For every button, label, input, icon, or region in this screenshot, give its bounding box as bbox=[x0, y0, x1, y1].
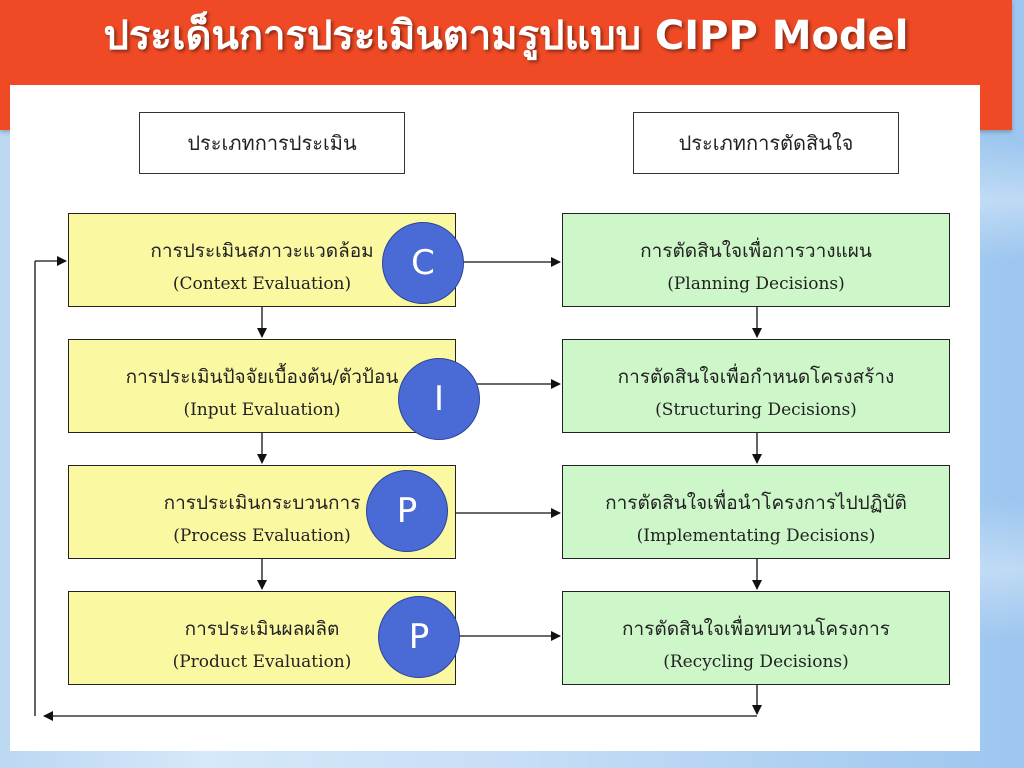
structuring-decisions-box: การตัดสินใจเพื่อกำหนดโครงสร้าง (Structur… bbox=[562, 339, 950, 433]
decision-label-th: การตัดสินใจเพื่อกำหนดโครงสร้าง bbox=[617, 366, 895, 388]
decision-label-th: การตัดสินใจเพื่อนำโครงการไปปฏิบัติ bbox=[605, 492, 907, 514]
input-evaluation-box: การประเมินปัจจัยเบื้องต้น/ตัวป้อน (Input… bbox=[68, 339, 456, 433]
evaluation-types-header: ประเภทการประเมิน bbox=[139, 112, 405, 174]
planning-decisions-box: การตัดสินใจเพื่อการวางแผน (Planning Deci… bbox=[562, 213, 950, 307]
decision-label-th: การตัดสินใจเพื่อการวางแผน bbox=[640, 240, 872, 262]
evaluation-label-th: การประเมินปัจจัยเบื้องต้น/ตัวป้อน bbox=[125, 366, 399, 388]
evaluation-label-en: (Context Evaluation) bbox=[172, 274, 352, 294]
decision-label-en: (Recycling Decisions) bbox=[663, 652, 849, 672]
recycling-decisions-box: การตัดสินใจเพื่อทบทวนโครงการ (Recycling … bbox=[562, 591, 950, 685]
decision-label-en: (Structuring Decisions) bbox=[655, 400, 857, 420]
decision-label-en: (Planning Decisions) bbox=[667, 274, 845, 294]
evaluation-label-en: (Input Evaluation) bbox=[183, 400, 341, 420]
input-badge: I bbox=[398, 358, 480, 440]
decision-label-th: การตัดสินใจเพื่อทบทวนโครงการ bbox=[621, 618, 891, 640]
evaluation-label-en: (Product Evaluation) bbox=[172, 652, 352, 672]
product-badge: P bbox=[378, 596, 460, 678]
process-badge: P bbox=[366, 470, 448, 552]
page-title: ประเด็นการประเมินตามรูปแบบ CIPP Model bbox=[103, 13, 909, 59]
evaluation-label-th: การประเมินกระบวนการ bbox=[163, 492, 361, 514]
evaluation-label-en: (Process Evaluation) bbox=[173, 526, 351, 546]
implementating-decisions-box: การตัดสินใจเพื่อนำโครงการไปปฏิบัติ (Impl… bbox=[562, 465, 950, 559]
context-badge: C bbox=[382, 222, 464, 304]
decision-types-header: ประเภทการตัดสินใจ bbox=[633, 112, 899, 174]
evaluation-label-th: การประเมินสภาวะแวดล้อม bbox=[150, 240, 374, 262]
evaluation-label-th: การประเมินผลผลิต bbox=[184, 618, 340, 640]
decision-label-en: (Implementating Decisions) bbox=[636, 526, 876, 546]
